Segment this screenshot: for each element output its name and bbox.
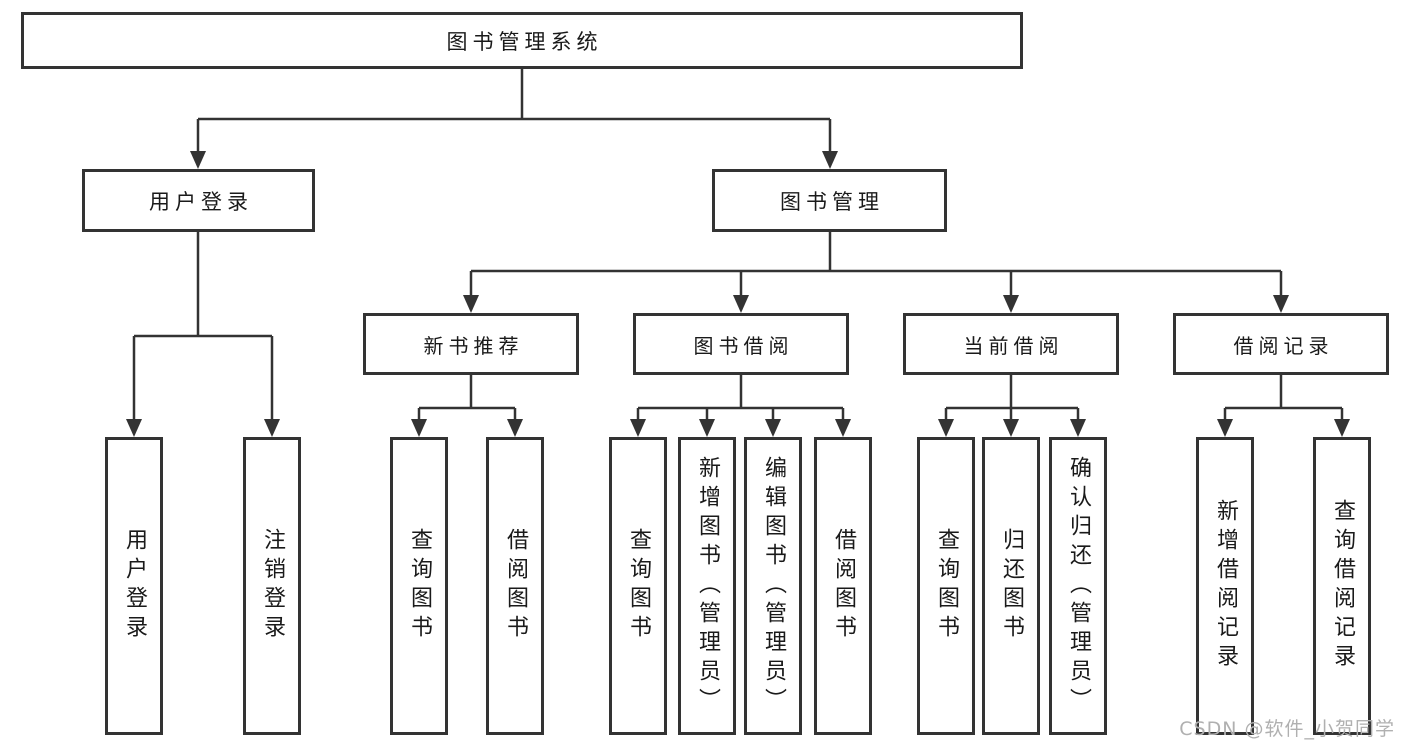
leaf-user-login: 用户登录: [105, 437, 163, 735]
node-user-login: 用户登录: [82, 169, 315, 232]
node-label: 查询借阅记录: [1330, 499, 1355, 673]
leaf-logout: 注销登录: [243, 437, 301, 735]
node-label: 确认归还（管理员）: [1066, 455, 1091, 717]
leaf-add-book-admin: 新增图书（管理员）: [678, 437, 736, 735]
node-label: 用户登录: [122, 528, 147, 644]
leaf-query-books-current: 查询图书: [917, 437, 975, 735]
node-label: 图书管理系统: [446, 29, 603, 54]
arrow-down-icon: [1003, 295, 1019, 313]
node-book-management: 图书管理: [712, 169, 947, 232]
node-label: 新书推荐: [423, 333, 524, 358]
node-label: 新增图书（管理员）: [695, 455, 720, 717]
arrow-down-icon: [1273, 295, 1289, 313]
arrow-down-icon: [699, 419, 715, 437]
arrow-down-icon: [126, 419, 142, 437]
watermark: CSDN @软件_小贺同学: [1179, 718, 1395, 740]
node-label: 查询图书: [934, 528, 959, 644]
arrow-down-icon: [507, 419, 523, 437]
node-label: 查询图书: [407, 528, 432, 644]
arrow-down-icon: [835, 419, 851, 437]
arrow-down-icon: [190, 151, 206, 169]
node-library-system: 图书管理系统: [21, 12, 1023, 69]
arrow-down-icon: [1003, 419, 1019, 437]
arrow-down-icon: [1217, 419, 1233, 437]
node-label: 归还图书: [999, 528, 1024, 644]
arrow-down-icon: [733, 295, 749, 313]
leaf-add-borrow-record: 新增借阅记录: [1196, 437, 1254, 735]
leaf-query-books-recommend: 查询图书: [390, 437, 448, 735]
node-label: 当前借阅: [963, 333, 1064, 358]
node-new-book-recommendation: 新书推荐: [363, 313, 579, 375]
arrow-down-icon: [630, 419, 646, 437]
arrow-down-icon: [938, 419, 954, 437]
leaf-confirm-return-admin: 确认归还（管理员）: [1049, 437, 1107, 735]
arrow-down-icon: [411, 419, 427, 437]
node-borrowing-records: 借阅记录: [1173, 313, 1389, 375]
leaf-edit-book-admin: 编辑图书（管理员）: [744, 437, 802, 735]
arrow-down-icon: [822, 151, 838, 169]
arrow-down-icon: [765, 419, 781, 437]
node-label: 借阅记录: [1233, 333, 1334, 358]
leaf-borrow-books-recommend: 借阅图书: [486, 437, 544, 735]
node-current-borrowing: 当前借阅: [903, 313, 1119, 375]
node-label: 用户登录: [149, 189, 253, 214]
node-label: 借阅图书: [831, 528, 856, 644]
arrow-down-icon: [264, 419, 280, 437]
node-label: 图书管理: [780, 189, 884, 214]
leaf-query-borrow-record: 查询借阅记录: [1313, 437, 1371, 735]
arrow-down-icon: [463, 295, 479, 313]
node-label: 查询图书: [626, 528, 651, 644]
node-book-borrowing: 图书借阅: [633, 313, 849, 375]
leaf-query-books-borrow: 查询图书: [609, 437, 667, 735]
node-label: 图书借阅: [693, 333, 794, 358]
node-label: 编辑图书（管理员）: [761, 455, 786, 717]
node-label: 注销登录: [260, 528, 285, 644]
node-label: 借阅图书: [503, 528, 528, 644]
arrow-down-icon: [1070, 419, 1086, 437]
leaf-borrow-books: 借阅图书: [814, 437, 872, 735]
node-label: 新增借阅记录: [1213, 499, 1238, 673]
arrow-down-icon: [1334, 419, 1350, 437]
leaf-return-book: 归还图书: [982, 437, 1040, 735]
